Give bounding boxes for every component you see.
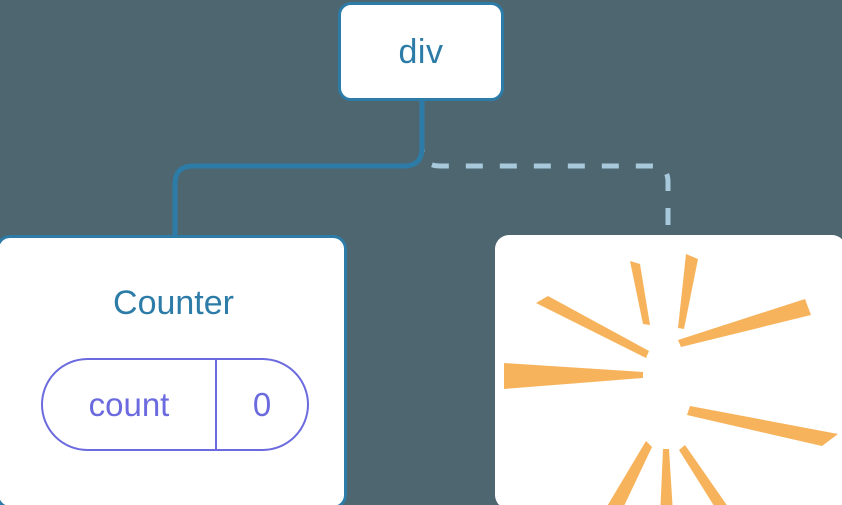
- sunburst-ray: [536, 296, 649, 358]
- edge-div-to-burst: [419, 101, 671, 238]
- state-pill-count[interactable]: count 0: [41, 358, 309, 451]
- sunburst-ray: [678, 299, 811, 347]
- state-pill-key: count: [43, 360, 217, 449]
- node-burst[interactable]: [495, 235, 842, 505]
- sunburst-ray: [630, 261, 650, 325]
- state-pill-key-label: count: [88, 386, 170, 423]
- node-div-label: div: [398, 32, 444, 71]
- sunburst-ray: [660, 449, 673, 505]
- sunburst-ray: [607, 441, 652, 505]
- sunburst-ray: [504, 363, 643, 389]
- node-counter-label: Counter: [113, 284, 234, 322]
- sunburst-ray: [679, 445, 727, 505]
- node-counter[interactable]: Counter count 0: [0, 235, 347, 505]
- sunburst-ray: [678, 254, 698, 329]
- state-pill-value: 0: [217, 360, 307, 449]
- sunburst-ray: [687, 406, 838, 446]
- state-pill-value-label: 0: [252, 386, 272, 423]
- edge-div-to-counter: [172, 101, 425, 238]
- sunburst-icon: [504, 254, 838, 505]
- sunburst-rays: [504, 254, 838, 505]
- node-div[interactable]: div: [338, 2, 504, 101]
